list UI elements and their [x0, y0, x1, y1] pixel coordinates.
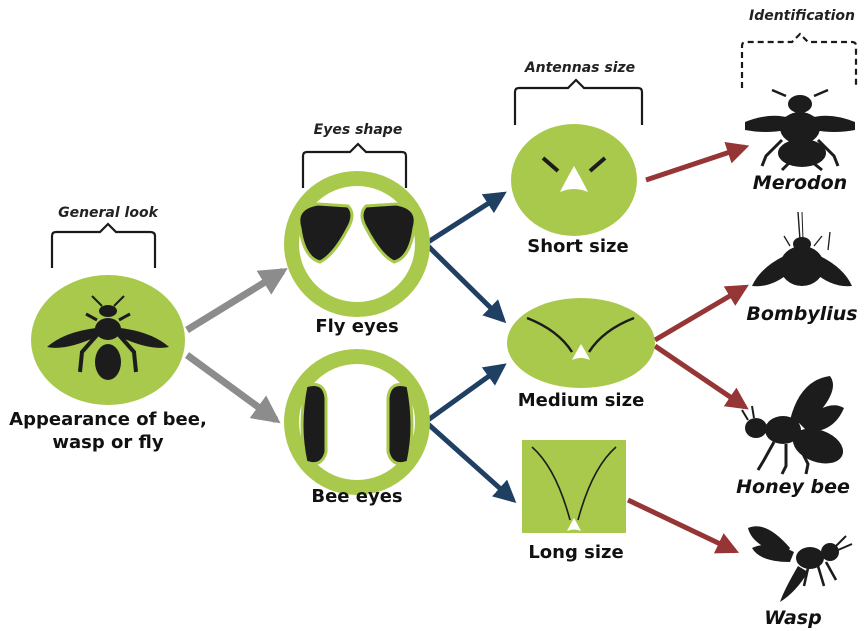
- node-medium-size-circle: [507, 298, 655, 388]
- bracket-antennas-size: [515, 80, 642, 125]
- node-fly-eyes-label: Fly eyes: [315, 316, 398, 337]
- node-long-size-label: Long size: [528, 542, 623, 563]
- heading-antennas-size: Antennas size: [515, 60, 642, 125]
- bee-eye-left-shape: [302, 385, 326, 464]
- heading-identification: Identification: [742, 8, 856, 88]
- species-bombylius: Bombylius: [746, 212, 857, 325]
- node-root: Appearance of bee, wasp or fly: [9, 275, 207, 453]
- node-bee-eyes: Bee eyes: [284, 349, 430, 507]
- arrows-blue: [428, 194, 513, 500]
- species-honey-bee: Honey bee: [736, 376, 850, 498]
- node-long-size: Long size: [522, 440, 626, 563]
- arrow-short-to-merodon: [646, 147, 745, 180]
- arrow-fly-eyes-to-short: [428, 194, 503, 242]
- arrows-gray: [187, 271, 283, 420]
- heading-antennas-size-text: Antennas size: [524, 60, 635, 76]
- heading-identification-text: Identification: [749, 8, 855, 24]
- node-root-label-line2: wasp or fly: [52, 432, 163, 453]
- bee-eye-right-shape: [388, 385, 412, 464]
- heading-general-look: General look: [52, 205, 160, 268]
- bracket-identification: [742, 34, 856, 88]
- arrow-bee-eyes-to-long: [428, 424, 513, 500]
- honeybee-silhouette-icon: [742, 376, 848, 474]
- node-fly-eyes: Fly eyes: [284, 171, 430, 337]
- species-honey-bee-label: Honey bee: [736, 476, 850, 498]
- species-bombylius-label: Bombylius: [746, 303, 857, 325]
- arrow-bee-eyes-to-medium: [428, 366, 503, 420]
- arrow-long-to-wasp: [628, 500, 735, 551]
- wasp-silhouette-icon: [748, 526, 852, 602]
- heading-eyes-shape-text: Eyes shape: [314, 122, 403, 138]
- node-root-label-line1: Appearance of bee,: [9, 409, 207, 430]
- arrow-root-to-fly-eyes: [187, 271, 283, 330]
- node-medium-size: Medium size: [507, 298, 655, 411]
- species-wasp: Wasp: [748, 526, 852, 629]
- species-merodon: Merodon: [745, 90, 855, 194]
- node-short-size-label: Short size: [527, 236, 628, 257]
- node-short-size: Short size: [511, 124, 637, 257]
- node-medium-size-label: Medium size: [518, 390, 645, 411]
- arrow-fly-eyes-to-medium: [428, 246, 503, 320]
- species-merodon-label: Merodon: [753, 172, 847, 194]
- hoverfly-silhouette-icon: [745, 90, 855, 170]
- arrow-medium-to-honey-bee: [655, 346, 745, 407]
- arrow-medium-to-bombylius: [655, 287, 745, 340]
- species-wasp-label: Wasp: [764, 607, 821, 629]
- beefly-silhouette-icon: [752, 212, 852, 286]
- node-bee-eyes-label: Bee eyes: [311, 486, 402, 507]
- heading-general-look-text: General look: [58, 205, 160, 221]
- bracket-general-look: [52, 224, 155, 268]
